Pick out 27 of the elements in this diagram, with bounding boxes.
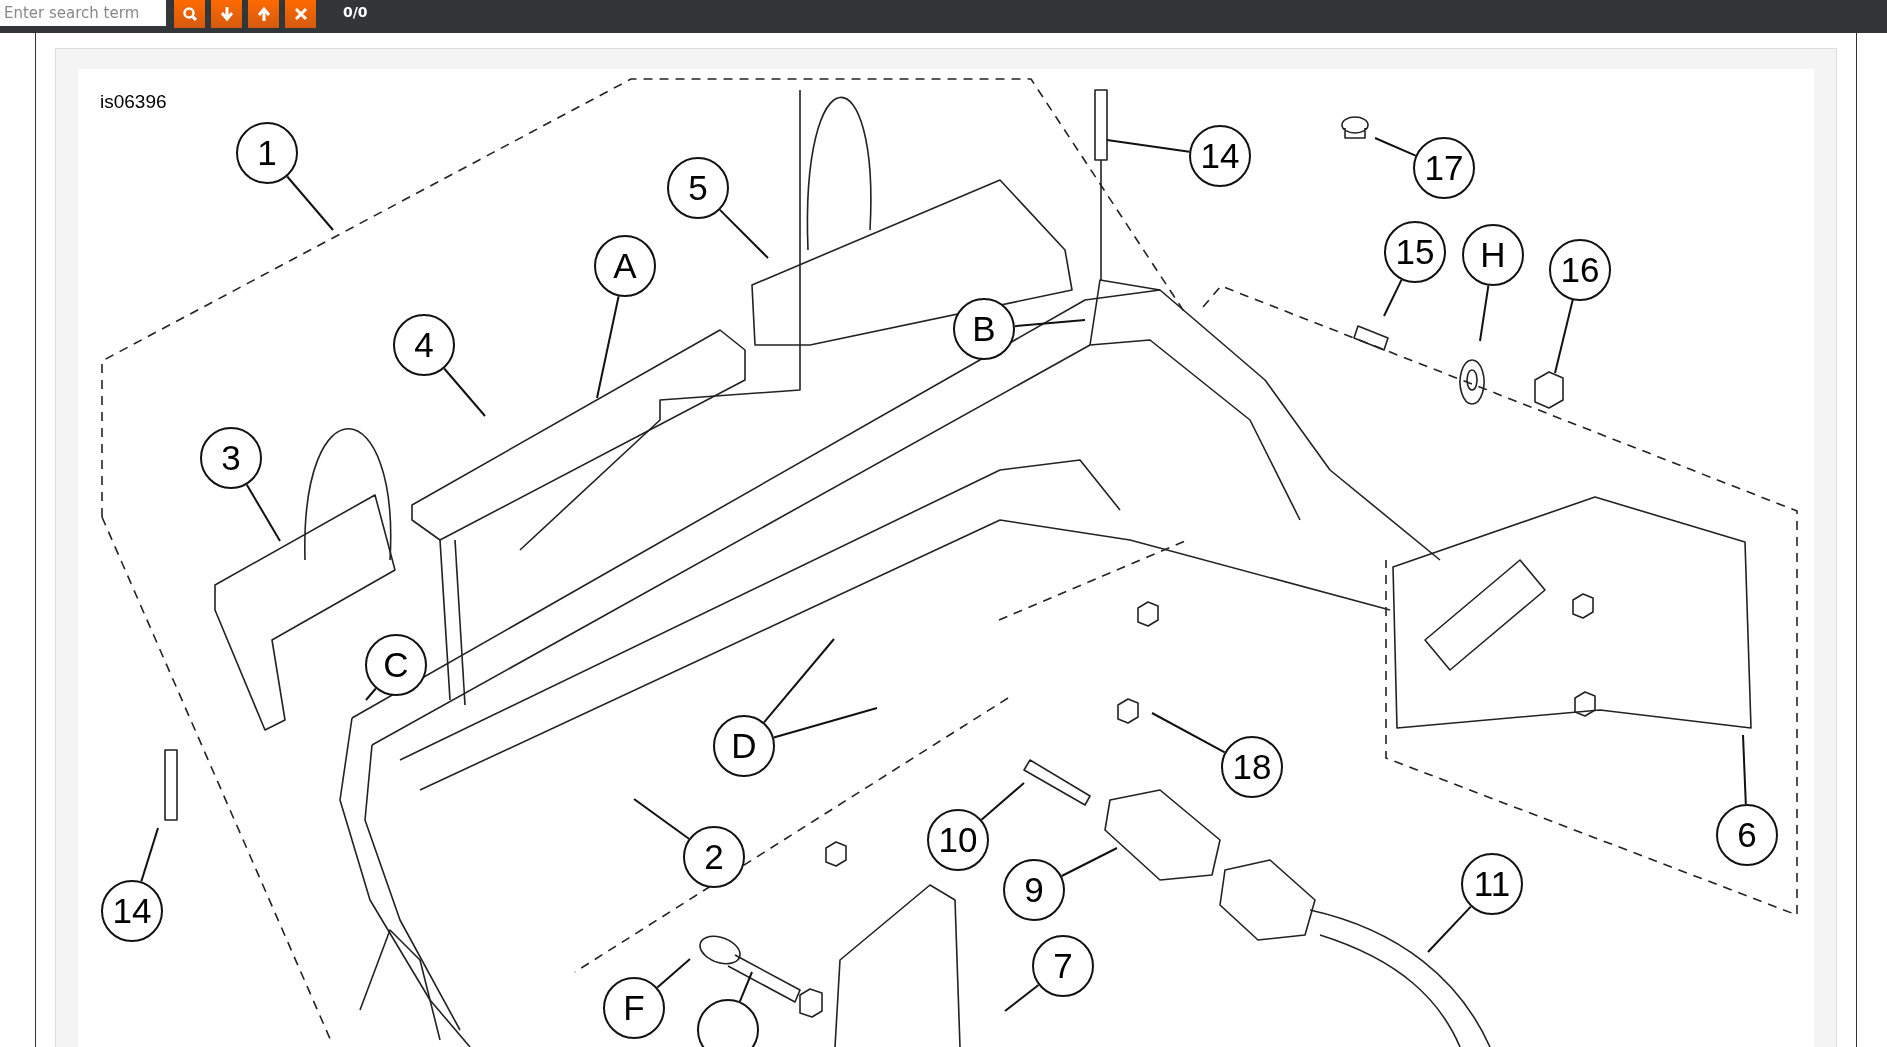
result-counter: 0/0 xyxy=(343,4,368,20)
leader-line xyxy=(1374,137,1417,157)
leader-line xyxy=(656,958,691,989)
leader-line xyxy=(1479,284,1490,342)
search-field: Enter search term xyxy=(0,0,166,26)
leader-line xyxy=(1060,847,1118,877)
leader-line xyxy=(1383,278,1403,317)
leader-line xyxy=(1554,299,1574,374)
leader-line xyxy=(443,367,486,417)
leader-line xyxy=(365,687,377,701)
leader-line xyxy=(633,798,690,840)
leader-line xyxy=(980,782,1025,821)
leader-line xyxy=(1106,139,1191,153)
leader-line xyxy=(718,208,769,259)
leader-line xyxy=(245,483,281,542)
leader-line xyxy=(1427,905,1472,953)
leader-line xyxy=(1013,319,1086,328)
leader-line xyxy=(772,707,878,739)
leader-line xyxy=(596,295,620,399)
leader-line xyxy=(286,175,334,231)
leader-line xyxy=(1742,734,1747,805)
drawing-number: is06396 xyxy=(100,91,167,113)
leader-line xyxy=(1151,712,1226,754)
leader-line xyxy=(738,971,753,1003)
leader-line xyxy=(140,827,159,883)
leader-line xyxy=(1004,984,1040,1012)
leader-line xyxy=(763,638,835,724)
